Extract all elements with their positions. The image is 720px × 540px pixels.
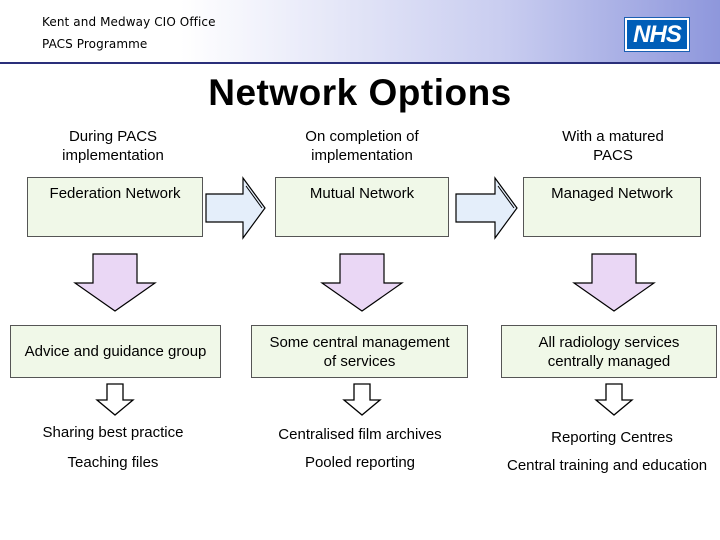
outcome-teaching-files: Teaching files: [67, 454, 159, 471]
outcome-pooled-reporting: Pooled reporting: [304, 454, 416, 471]
management-box-central: Some central management of services: [251, 325, 468, 378]
small-down-arrow-3: [594, 383, 634, 416]
right-arrow-1: [205, 176, 266, 240]
outcome-sharing-best-practice: Sharing best practice: [42, 424, 184, 441]
network-box-managed: Managed Network: [523, 177, 701, 237]
right-arrow-2: [455, 176, 518, 240]
phase-label-2: On completion of implementation: [305, 128, 419, 164]
page-title: Network Options: [208, 72, 512, 113]
network-box-mutual: Mutual Network: [275, 177, 449, 237]
phase-label-1: During PACS implementation: [62, 128, 164, 164]
outcome-central-training: Central training and education: [507, 457, 708, 474]
nhs-logo: NHS: [624, 17, 690, 52]
down-arrow-3: [572, 253, 656, 312]
programme-name: PACS Programme: [42, 37, 148, 51]
management-box-radiology: All radiology services centrally managed: [501, 325, 717, 378]
small-down-arrow-2: [342, 383, 382, 416]
network-box-federation: Federation Network: [27, 177, 203, 237]
management-box-advice: Advice and guidance group: [10, 325, 221, 378]
outcome-reporting-centres: Reporting Centres: [551, 429, 673, 446]
down-arrow-2: [320, 253, 404, 312]
outcome-centralised-film-archives: Centralised film archives: [278, 426, 442, 443]
down-arrow-1: [73, 253, 157, 312]
phase-label-3: With a matured PACS: [562, 128, 664, 164]
header-banner: Kent and Medway CIO Office PACS Programm…: [0, 0, 720, 64]
office-name: Kent and Medway CIO Office: [42, 15, 216, 29]
small-down-arrow-1: [95, 383, 135, 416]
nhs-logo-text: NHS: [627, 20, 687, 49]
